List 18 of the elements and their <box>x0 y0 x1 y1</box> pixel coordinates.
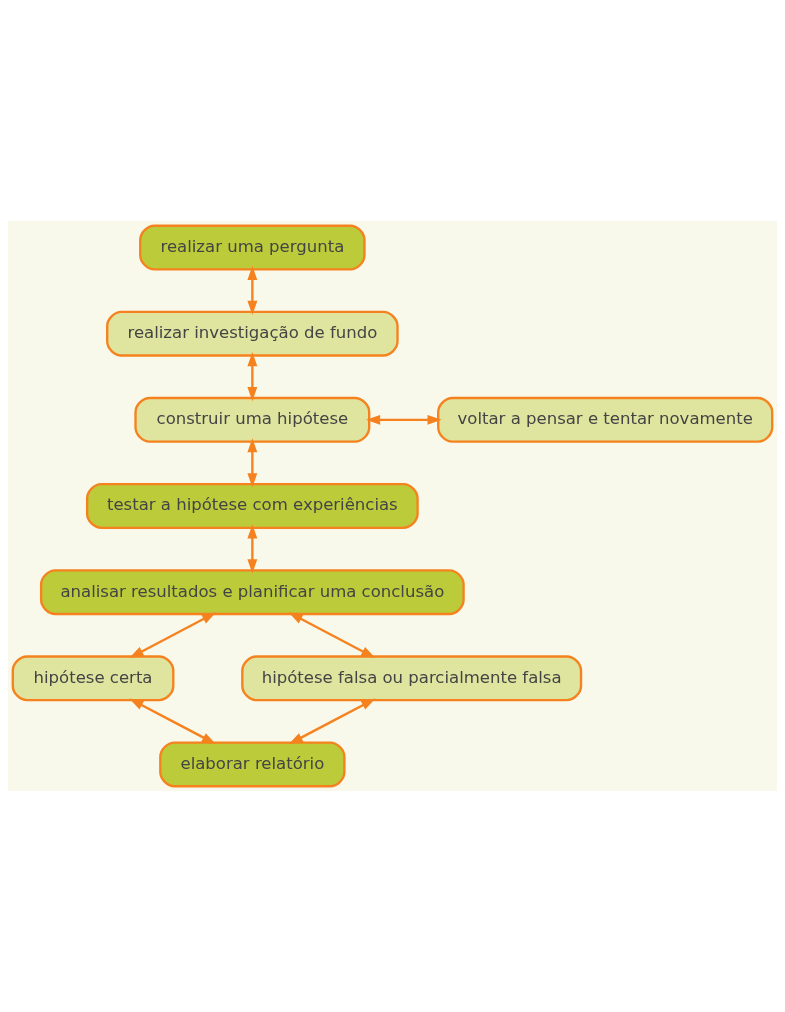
arrow <box>247 524 258 574</box>
arrow <box>129 612 217 659</box>
node-box: testar a hipótese com experiências <box>85 483 419 529</box>
arrow <box>365 414 442 425</box>
node-box: realizar investigação de fundo <box>106 310 399 357</box>
arrow <box>247 352 258 402</box>
arrow <box>247 265 258 316</box>
arrow <box>129 698 217 745</box>
node-box: realizar uma pergunta <box>139 224 366 271</box>
arrow <box>288 698 376 745</box>
node-box: elaborar relatório <box>159 741 346 788</box>
node-box: hipótese falsa ou parcialmente falsa <box>241 655 583 702</box>
node-box: construir uma hipótese <box>134 396 371 443</box>
node-box: hipótese certa <box>11 655 175 702</box>
node-box: analisar resultados e planificar uma conclusão <box>39 569 465 616</box>
arrow <box>247 438 258 488</box>
arrow <box>288 612 376 659</box>
node-box: voltar a pensar e tentar novamente <box>437 396 774 443</box>
